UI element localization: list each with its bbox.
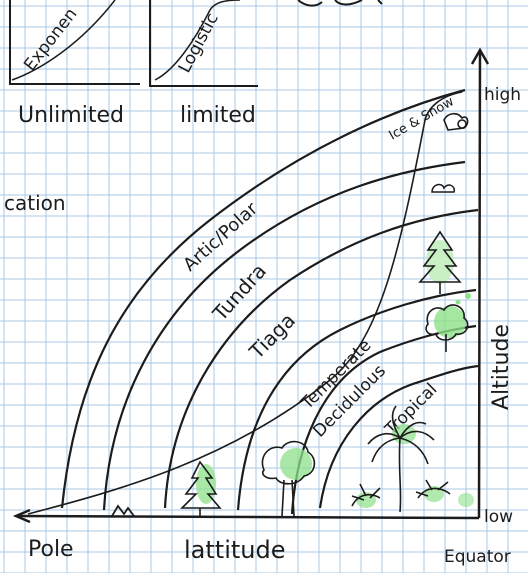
altitude-high-label: high xyxy=(484,85,521,105)
side-note: cation xyxy=(4,191,66,215)
logistic-graph xyxy=(149,0,258,87)
snow-line xyxy=(27,91,463,515)
axes xyxy=(12,47,490,524)
arctic-tundra-boundary xyxy=(102,160,466,511)
limited-label: limited xyxy=(180,103,256,128)
exponential-graph xyxy=(9,0,140,85)
taiga-temperate-boundary xyxy=(236,288,477,511)
exponential-label: Exponen xyxy=(20,4,81,75)
top-scribble xyxy=(297,0,383,7)
logistic-label: Logistic xyxy=(175,10,223,77)
altitude-axis-label: Altitude xyxy=(489,324,514,410)
taiga-pine-tree-icon xyxy=(180,460,222,518)
deciduous-tree-icon xyxy=(261,440,316,517)
palm-tree-icon xyxy=(367,405,435,513)
altitude-pine-tree-icon xyxy=(418,230,462,294)
cloud-icon xyxy=(431,183,456,193)
biome-boundaries xyxy=(27,88,479,515)
latitude-axis-label: lattitude xyxy=(184,536,285,564)
altitude-low-label: low xyxy=(484,507,513,527)
taiga-label: Tiaga xyxy=(244,308,300,364)
pole-label: Pole xyxy=(28,537,74,562)
tropical-inner-boundary xyxy=(318,364,479,509)
tundra-grass-icon xyxy=(111,504,135,517)
unlimited-label: Unlimited xyxy=(18,103,124,128)
altitude-deciduous-tree-icon xyxy=(425,293,471,352)
tundra-taiga-boundary xyxy=(163,208,479,509)
snow-cap-icon xyxy=(443,112,469,131)
equator-label: Equator xyxy=(444,547,511,567)
tropical-shrub-icon xyxy=(351,479,474,508)
arctic-outer-boundary xyxy=(60,88,466,509)
